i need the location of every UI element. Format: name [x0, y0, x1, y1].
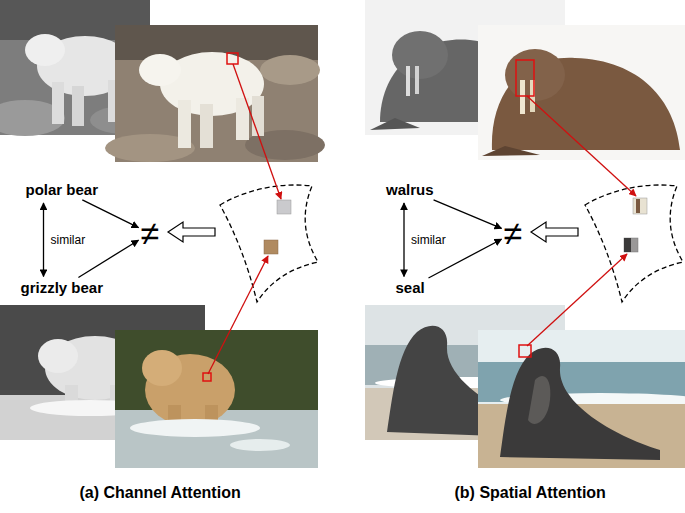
attention-box — [203, 373, 211, 381]
bear-head — [25, 34, 65, 66]
class-name: polar bear — [24, 181, 101, 200]
photo-background — [478, 25, 685, 160]
attention-arrow — [208, 256, 268, 374]
attention-arrow — [527, 96, 636, 196]
node-text: seal — [396, 280, 425, 297]
walrus-tusk — [520, 80, 525, 114]
attention-box — [519, 345, 531, 357]
attention-arrow — [233, 64, 281, 199]
walrus-tusk — [406, 66, 410, 96]
feature-space — [585, 185, 683, 302]
bear-leg — [52, 82, 64, 124]
relation-arrow — [434, 200, 502, 229]
class-name: seal — [394, 279, 427, 298]
feature-patch-detail — [636, 199, 640, 213]
feature-patch-bg — [624, 238, 638, 252]
feature-patch — [633, 198, 647, 214]
relation-arrow — [78, 240, 138, 277]
bear-head — [142, 350, 182, 386]
bear-leg — [72, 86, 84, 126]
feature-patch-detail — [624, 238, 631, 252]
bear-leg — [178, 100, 191, 148]
edge-label: similar — [51, 233, 86, 247]
panel-caption: (b) Spatial Attention — [455, 484, 606, 502]
node-text: walrus — [386, 182, 434, 199]
attention-box — [227, 53, 238, 64]
photo-walrus — [478, 25, 685, 160]
attention-box — [516, 60, 534, 96]
feature-patch-bg — [633, 198, 647, 214]
hollow-arrow — [168, 222, 215, 242]
rock — [260, 55, 320, 85]
bear-head — [139, 54, 181, 86]
not-equal-sign: ≠ — [502, 214, 525, 253]
node-text: polar bear — [26, 182, 99, 199]
relation-arrow — [43, 203, 44, 277]
hollow-arrow — [531, 222, 578, 242]
node-text: grizzly bear — [21, 280, 104, 297]
walrus-flipper — [370, 118, 420, 130]
photo-grizzly-bear — [115, 330, 318, 468]
not-equal-sign: ≠ — [139, 214, 162, 253]
photo-background — [115, 330, 318, 468]
node-text: ≠ — [141, 215, 160, 252]
seal-marking — [528, 376, 550, 424]
photo-seal — [478, 330, 685, 468]
relation-arrow — [403, 203, 404, 277]
walrus-head — [392, 31, 448, 79]
photo-polar-bear — [105, 25, 325, 162]
bear-head — [38, 339, 78, 373]
node-text: ≠ — [504, 215, 523, 252]
walrus-tusk — [415, 66, 419, 94]
bear-leg — [252, 96, 264, 136]
class-name: walrus — [384, 181, 436, 200]
feature-patch — [624, 238, 638, 252]
feature-patch — [277, 200, 291, 214]
water-splash — [130, 419, 260, 437]
water-splash — [230, 439, 290, 451]
feature-patch — [264, 240, 278, 254]
feature-space — [220, 185, 318, 302]
bear-leg — [200, 104, 213, 148]
walrus-flipper — [482, 146, 540, 156]
panel-caption: (a) Channel Attention — [80, 484, 241, 502]
relation-arrow — [82, 200, 138, 228]
edge-label: similar — [411, 233, 446, 247]
attention-arrow — [527, 254, 627, 346]
class-name: grizzly bear — [19, 279, 106, 298]
seal-body — [500, 348, 660, 460]
